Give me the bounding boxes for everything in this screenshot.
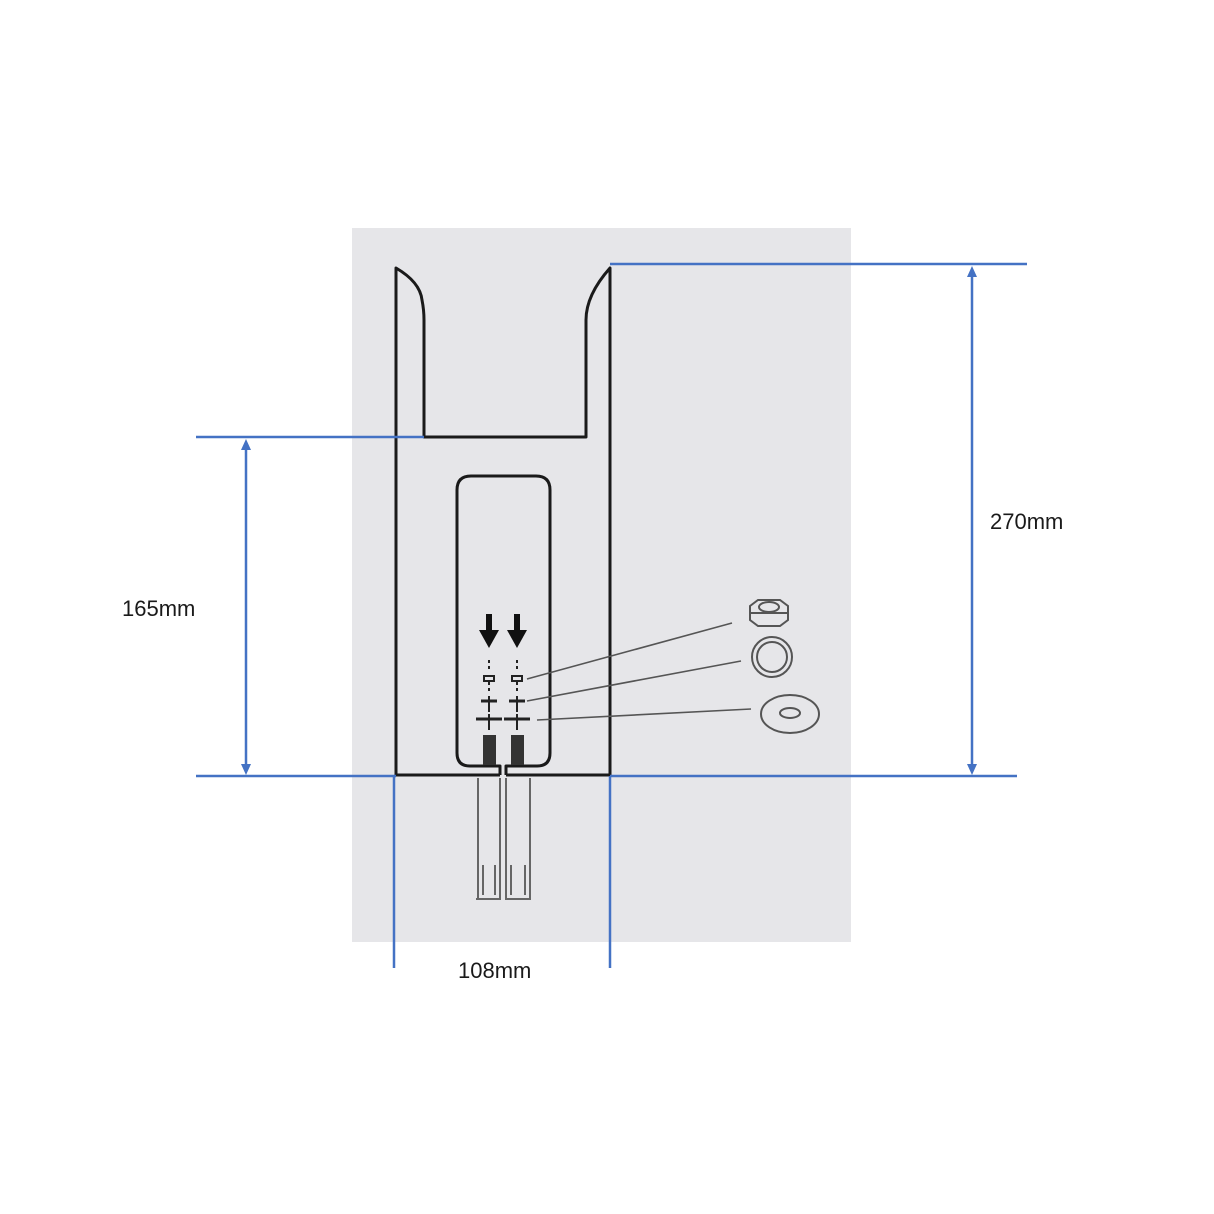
dimension-lines [196,262,1027,968]
hardware-stack [476,660,530,730]
background-panel [352,228,851,942]
bracket-outline [394,266,612,777]
spring-washer-icon [751,636,793,678]
bolt-head-icon [483,735,524,765]
down-arrow-icon [479,614,527,648]
leader-lines [526,622,752,721]
height-total-label: 270mm [990,509,1064,534]
anchor-bolts [476,778,531,900]
flat-washer-icon [760,694,820,734]
height-lower-label: 165mm [122,596,196,621]
hex-nut-icon [749,599,789,627]
width-label: 108mm [458,958,532,983]
